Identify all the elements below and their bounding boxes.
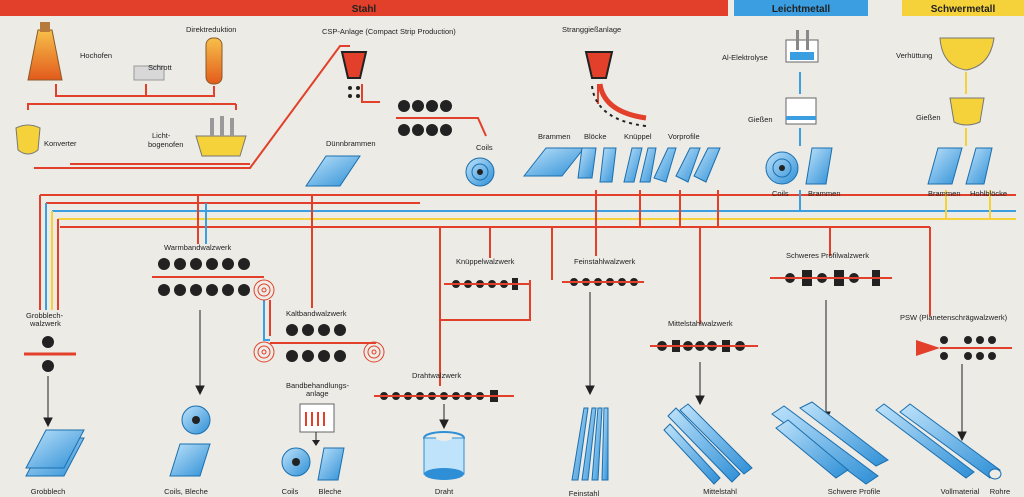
label-out-coils-bleche: Coils, Bleche xyxy=(164,487,208,496)
kaltband-coil-left-icon xyxy=(253,341,275,363)
lichtbogenofen-icon xyxy=(195,116,247,157)
label-stranggiess: Stranggießanlage xyxy=(562,25,621,34)
csp-ladle-icon xyxy=(340,51,368,98)
label-out-mittelstahl: Mittelstahl xyxy=(703,487,737,496)
warmband-rolls-icon xyxy=(152,258,264,296)
label-out-bleche: Bleche xyxy=(319,487,342,496)
label-out-coils: Coils xyxy=(282,487,299,496)
al-elektrolyse-icon xyxy=(785,30,819,63)
konverter-icon xyxy=(15,124,41,155)
coils-bleche-product-icon xyxy=(169,405,211,477)
label-vorprofile: Vorprofile xyxy=(668,132,700,141)
flow-lines xyxy=(27,45,1016,386)
label-bandbeh-2: anlage xyxy=(306,389,329,398)
label-knueppelww: Knüppelwalzwerk xyxy=(456,257,515,266)
stranggiess-icon xyxy=(584,51,647,127)
rohre-product-icon xyxy=(899,403,1002,480)
feinstahl-product-icon xyxy=(571,407,609,481)
leichtmetall-header-bar xyxy=(734,0,868,16)
label-al-elektrolyse: Al-Elektrolyse xyxy=(722,53,768,62)
label-konverter: Konverter xyxy=(44,139,77,148)
knueppelww-rolls-icon xyxy=(444,278,530,290)
label-schweres-profil: Schweres Profilwalzwerk xyxy=(786,251,869,260)
label-schrott: Schrott xyxy=(148,63,173,72)
kaltband-coil-right-icon xyxy=(363,341,385,363)
grobblech-rolls-icon xyxy=(24,336,76,372)
label-hohlbloecke: Hohlblöcke xyxy=(970,189,1007,198)
leichtmetall-header: Leichtmetall xyxy=(772,4,831,15)
label-out-schwere-profile: Schwere Profile xyxy=(828,487,881,496)
label-csp: CSP-Anlage (Compact Strip Production) xyxy=(322,27,456,36)
direktreduktion-icon xyxy=(205,37,223,85)
label-brammen: Brammen xyxy=(538,132,571,141)
mittelstahlww-rolls-icon xyxy=(650,340,758,352)
label-grobblech-ww-2: walzwerk xyxy=(29,319,61,328)
label-out-draht: Draht xyxy=(435,487,454,496)
label-direktreduktion: Direktreduktion xyxy=(186,25,236,34)
stahl-header-bar xyxy=(0,0,728,16)
schwere-profile-product-icon xyxy=(771,401,889,485)
giessen-schwer-icon xyxy=(949,97,985,126)
label-knueppel: Knüppel xyxy=(624,132,652,141)
label-brammen-schwer: Brammen xyxy=(928,189,961,198)
draht-product-icon xyxy=(423,431,465,480)
csp-rolls-icon xyxy=(396,100,460,136)
label-out-grobblech: Grobblech xyxy=(31,487,66,496)
duennbrammen-icon xyxy=(305,155,361,187)
psw-rolls-icon xyxy=(916,336,1012,360)
kaltband-rolls-icon xyxy=(270,324,376,362)
mittelstahl-product-icon xyxy=(663,403,753,485)
label-coils-top: Coils xyxy=(476,143,493,152)
bleche-product-icon xyxy=(317,447,345,481)
schweres-profil-rolls-icon xyxy=(770,270,892,286)
drahtww-rolls-icon xyxy=(374,390,514,402)
grobblech-product-icon xyxy=(25,429,85,477)
label-hochofen: Hochofen xyxy=(80,51,112,60)
stahl-header: Stahl xyxy=(352,4,377,15)
vollmaterial-product-icon xyxy=(875,403,975,479)
brammen-leicht-icon xyxy=(805,147,833,185)
coils-product-icon xyxy=(281,447,311,477)
label-coils-leicht: Coils xyxy=(772,189,789,198)
label-bandbeh-1: Bandbehandlungs- xyxy=(286,381,349,390)
coils-top-icon xyxy=(465,157,495,187)
coils-leicht-icon xyxy=(765,151,799,185)
label-verhuettung: Verhüttung xyxy=(896,51,932,60)
bandbehandlung-icon xyxy=(299,403,335,446)
label-lichtbogenofen-1: Licht- xyxy=(152,131,171,140)
label-feinstahlww: Feinstahlwalzwerk xyxy=(574,257,636,266)
label-giessen-schwer: Gießen xyxy=(916,113,941,122)
label-mittelstahlww: Mittelstahlwalzwerk xyxy=(668,319,733,328)
label-grobblech-ww-1: Grobblech- xyxy=(26,311,64,320)
hohlbloecke-icon xyxy=(965,147,993,185)
label-kaltband: Kaltbandwalzwerk xyxy=(286,309,347,318)
label-psw: PSW (Planetenschrägwalzwerk) xyxy=(900,313,1008,322)
giessen-leicht-icon xyxy=(785,97,817,125)
label-lichtbogenofen-2: bogenofen xyxy=(148,140,183,149)
label-out-feinstahl: Feinstahl xyxy=(569,489,600,497)
hochofen-icon xyxy=(27,22,63,81)
semi-finished-icons xyxy=(522,147,721,183)
schrott-icon xyxy=(133,65,165,81)
label-duennbrammen: Dünnbrammen xyxy=(326,139,376,148)
label-drahtww: Drahtwalzwerk xyxy=(412,371,461,380)
label-brammen-leicht: Brammen xyxy=(808,189,841,198)
label-out-rohre: Rohre xyxy=(990,487,1010,496)
label-giessen-leicht: Gießen xyxy=(748,115,773,124)
verhuettung-icon xyxy=(939,37,995,71)
warmband-coil-icon xyxy=(253,279,275,301)
label-warmband: Warmbandwalzwerk xyxy=(164,243,231,252)
label-out-vollmaterial: Vollmaterial xyxy=(941,487,980,496)
label-bloecke: Blöcke xyxy=(584,132,607,141)
feinstahlww-rolls-icon xyxy=(562,278,644,286)
brammen-schwer-icon xyxy=(927,147,963,185)
schwermetall-header: Schwermetall xyxy=(931,4,996,15)
schwermetall-header-bar xyxy=(902,0,1024,16)
